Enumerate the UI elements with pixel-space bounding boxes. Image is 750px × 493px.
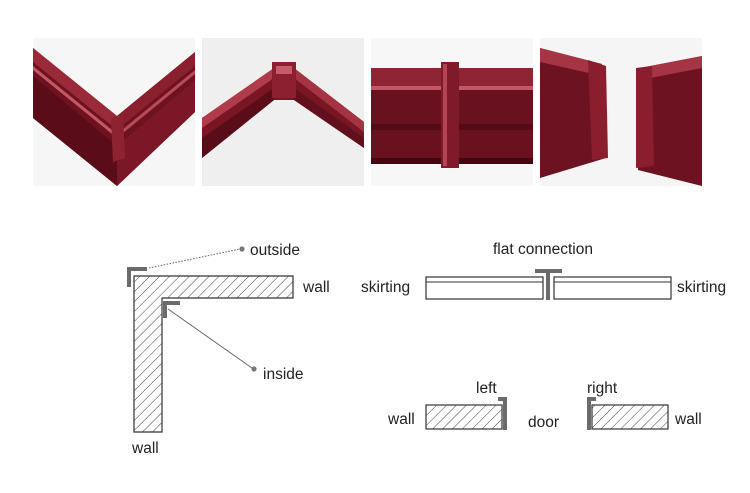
- skirting-right-label: skirting: [677, 279, 726, 296]
- right-end-cap-profile: [587, 397, 596, 430]
- flat-connection-title: flat connection: [493, 241, 593, 258]
- wall-left-label: wall: [387, 411, 415, 428]
- wall-bottom-label: wall: [131, 440, 159, 457]
- flat-connector-profile: [535, 269, 562, 300]
- outside-corner-photo: [33, 38, 195, 186]
- inside-corner-profile: [163, 301, 180, 318]
- wall-top-label: wall: [302, 279, 330, 296]
- flat-connection-photo: [371, 38, 533, 186]
- outside-label: outside: [250, 242, 300, 259]
- door-right-wall: [591, 404, 669, 430]
- inside-leader: [167, 308, 253, 369]
- skirting-left-label: skirting: [361, 279, 410, 296]
- door-left-wall: [425, 404, 503, 430]
- left-end-cap-profile: [498, 397, 507, 430]
- end-caps-photo: [540, 38, 702, 186]
- wall-right-label: wall: [674, 411, 702, 428]
- corner-wall: [133, 275, 294, 433]
- door-label: door: [528, 414, 559, 431]
- outside-corner-profile: [127, 267, 147, 287]
- flat-connection-skirting: [425, 276, 672, 300]
- inside-corner-photo: [202, 38, 364, 186]
- outside-leader: [148, 248, 241, 269]
- inside-label: inside: [263, 366, 304, 383]
- left-label: left: [476, 380, 497, 397]
- right-label: right: [587, 380, 618, 397]
